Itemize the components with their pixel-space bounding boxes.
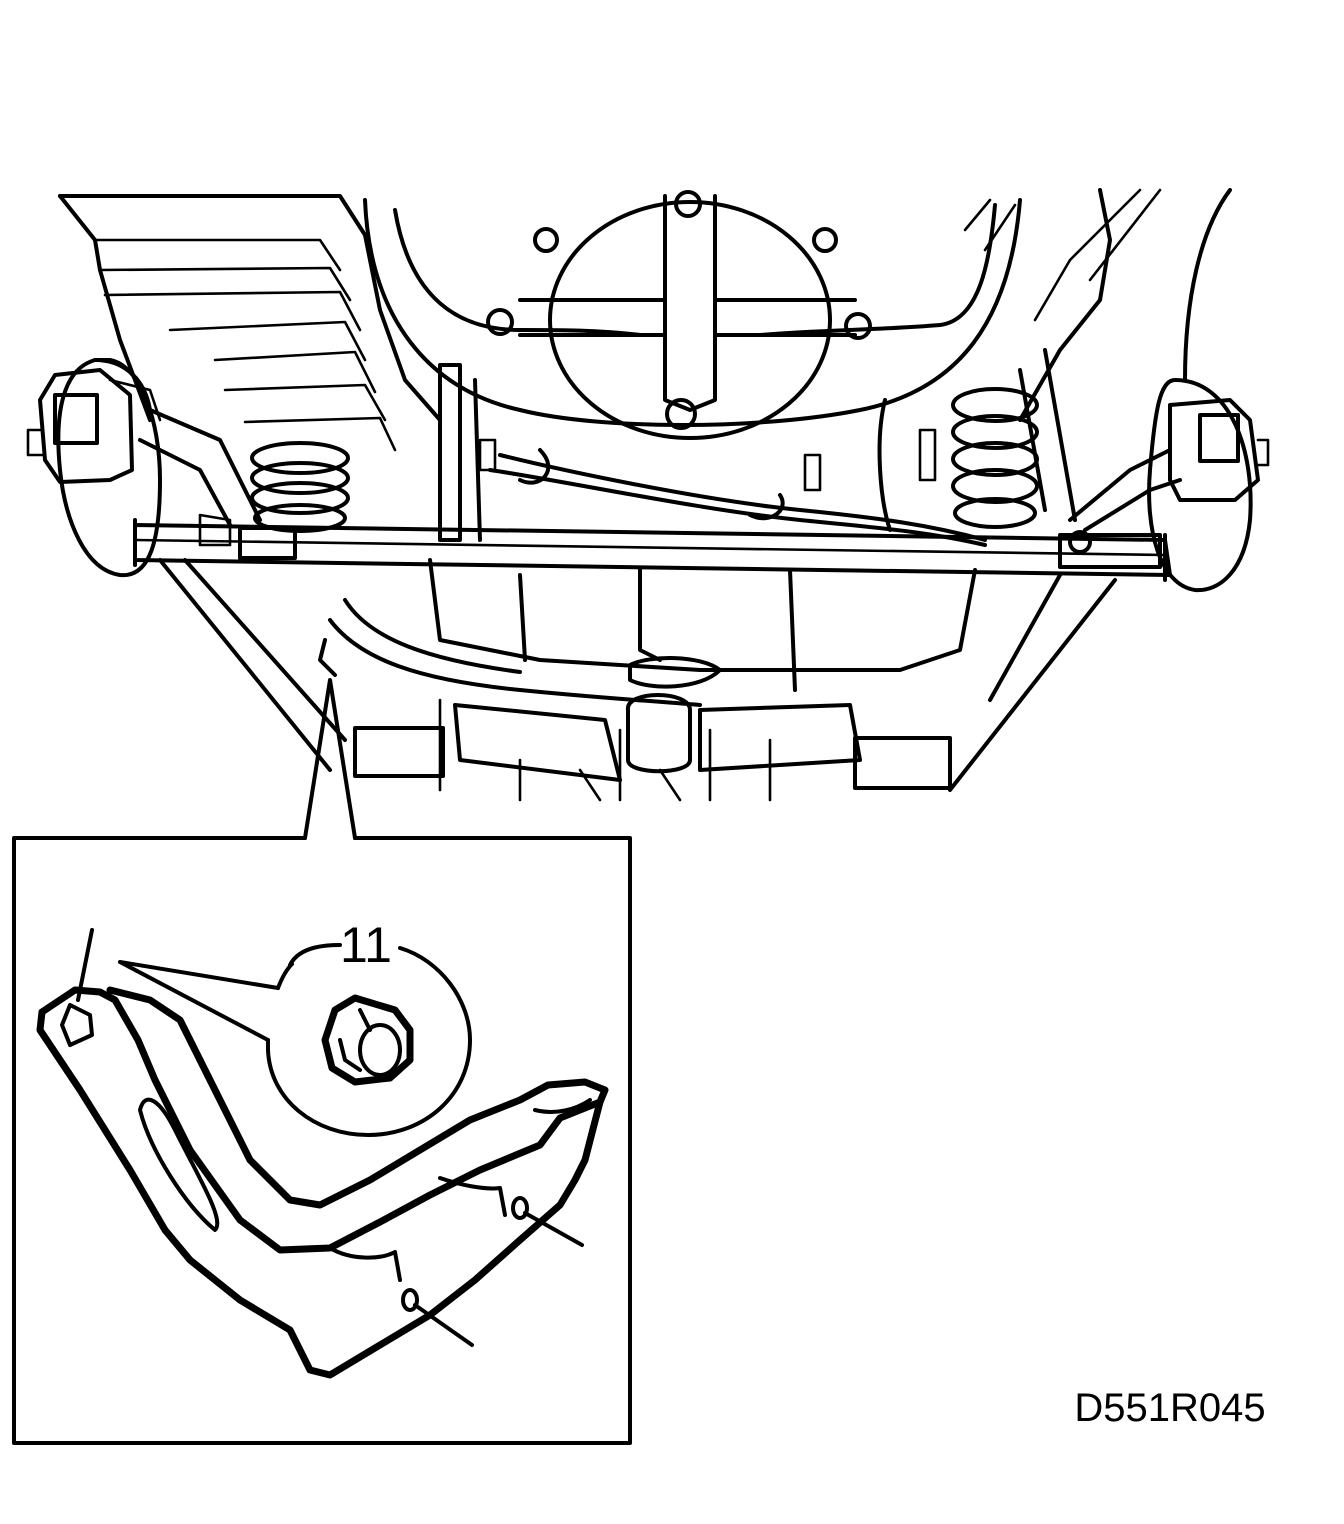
callout-pointer <box>303 678 357 840</box>
rear-mounting-blocks <box>353 693 952 790</box>
inset-frame <box>12 836 632 1445</box>
exhaust-pipe <box>318 598 702 707</box>
trailing-arm-detail <box>36 928 609 1379</box>
figure-code-label: D551R045 <box>1074 1386 1265 1430</box>
right-coil-spring <box>918 387 1039 529</box>
underbody-view <box>26 188 1270 802</box>
right-floor-panel <box>963 188 1232 422</box>
part-number-label: 11 <box>340 917 392 973</box>
detail-inset: 11 <box>12 678 632 1445</box>
spare-wheel-well <box>363 190 1022 440</box>
lower-frame <box>158 558 1117 802</box>
handbrake-cables <box>478 438 987 547</box>
rear-axle-beam <box>133 513 1172 582</box>
nut-icon <box>321 994 414 1086</box>
trailing-arms <box>138 408 1182 532</box>
fuel-tank <box>428 558 977 692</box>
left-floor-panel <box>58 194 442 452</box>
nut-detail <box>118 943 472 1137</box>
left-coil-spring <box>250 441 350 533</box>
